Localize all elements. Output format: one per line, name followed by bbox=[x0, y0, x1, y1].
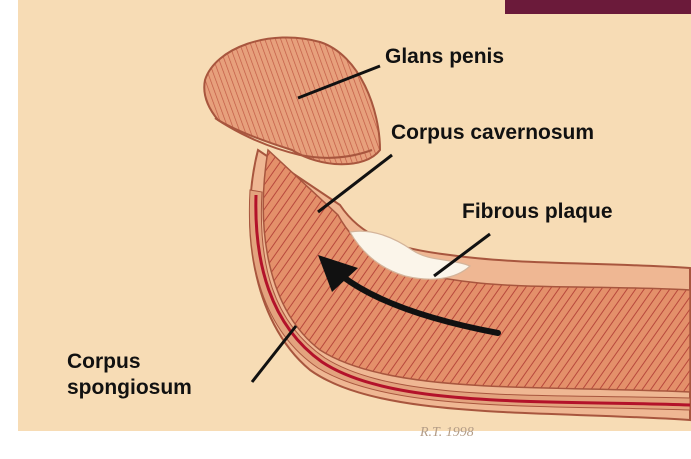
label-corpus-cavernosum: Corpus cavernosum bbox=[391, 120, 594, 146]
label-spongiosum-line2: spongiosum bbox=[67, 375, 192, 401]
label-glans-penis: Glans penis bbox=[385, 44, 504, 70]
glans-shape bbox=[204, 37, 380, 164]
label-fibrous-plaque: Fibrous plaque bbox=[462, 199, 613, 225]
label-corpus-spongiosum: Corpus spongiosum bbox=[67, 349, 192, 401]
artist-signature: R.T. 1998 bbox=[419, 425, 474, 440]
leader-spongiosum bbox=[252, 326, 296, 382]
label-spongiosum-line1: Corpus bbox=[67, 349, 192, 375]
